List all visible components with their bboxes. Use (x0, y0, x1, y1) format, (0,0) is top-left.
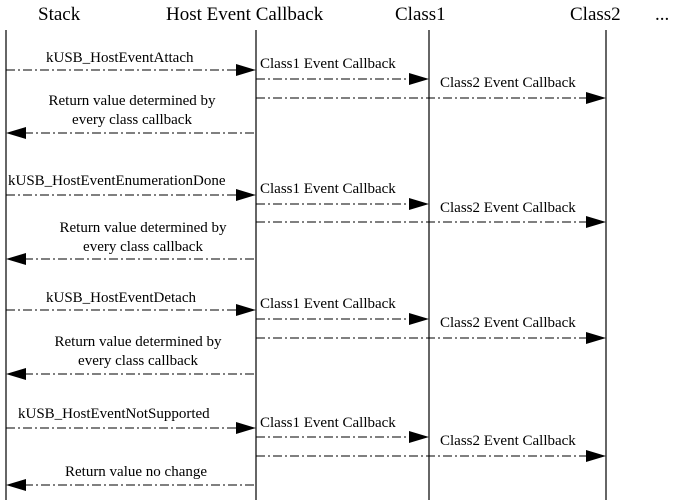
arrowhead (409, 313, 429, 325)
event-message-label: kUSB_HostEventEnumerationDone (8, 173, 226, 189)
arrowhead (586, 92, 606, 104)
arrowhead (409, 73, 429, 85)
participant-class1: Class1 (395, 4, 446, 25)
return-label-line-1: Return value determined by (59, 220, 227, 236)
group-enumeration-done: kUSB_HostEventEnumerationDone Class1 Eve… (6, 173, 606, 265)
group-detach: kUSB_HostEventDetach Class1 Event Callba… (6, 290, 606, 380)
event-message-label: kUSB_HostEventNotSupported (18, 406, 210, 422)
event-message-label: kUSB_HostEventDetach (46, 290, 196, 306)
arrowhead (236, 189, 256, 201)
return-label-line-1: Return value determined by (48, 93, 216, 109)
class1-callback-label: Class1 Event Callback (260, 415, 396, 431)
group-attach: kUSB_HostEventAttach Class1 Event Callba… (6, 50, 606, 139)
return-label-line-2: every class callback (78, 353, 198, 369)
arrowhead (6, 479, 26, 491)
class2-callback-label: Class2 Event Callback (440, 200, 576, 216)
arrowhead (409, 198, 429, 210)
class2-callback-label: Class2 Event Callback (440, 315, 576, 331)
return-label-line-1: Return value no change (65, 464, 207, 480)
group-not-supported: kUSB_HostEventNotSupported Class1 Event … (6, 406, 606, 491)
class1-callback-label: Class1 Event Callback (260, 296, 396, 312)
class2-callback-label: Class2 Event Callback (440, 433, 576, 449)
return-label-line-2: every class callback (72, 112, 192, 128)
return-label-line-2: every class callback (83, 239, 203, 255)
event-message-label: kUSB_HostEventAttach (46, 50, 194, 66)
arrowhead (6, 127, 26, 139)
more-participants-indicator: ... (655, 4, 669, 25)
arrowhead (236, 422, 256, 434)
class1-callback-label: Class1 Event Callback (260, 56, 396, 72)
class1-callback-label: Class1 Event Callback (260, 181, 396, 197)
participant-class2: Class2 (570, 4, 621, 25)
participant-stack: Stack (38, 4, 81, 25)
class2-callback-label: Class2 Event Callback (440, 75, 576, 91)
arrowhead (586, 216, 606, 228)
return-label-line-1: Return value determined by (54, 334, 222, 350)
arrowhead (586, 450, 606, 462)
participant-host-event-callback: Host Event Callback (166, 4, 324, 25)
arrowhead (6, 368, 26, 380)
arrowhead (409, 431, 429, 443)
arrowhead (236, 304, 256, 316)
arrowhead (236, 64, 256, 76)
arrowhead (6, 253, 26, 265)
arrowhead (586, 332, 606, 344)
